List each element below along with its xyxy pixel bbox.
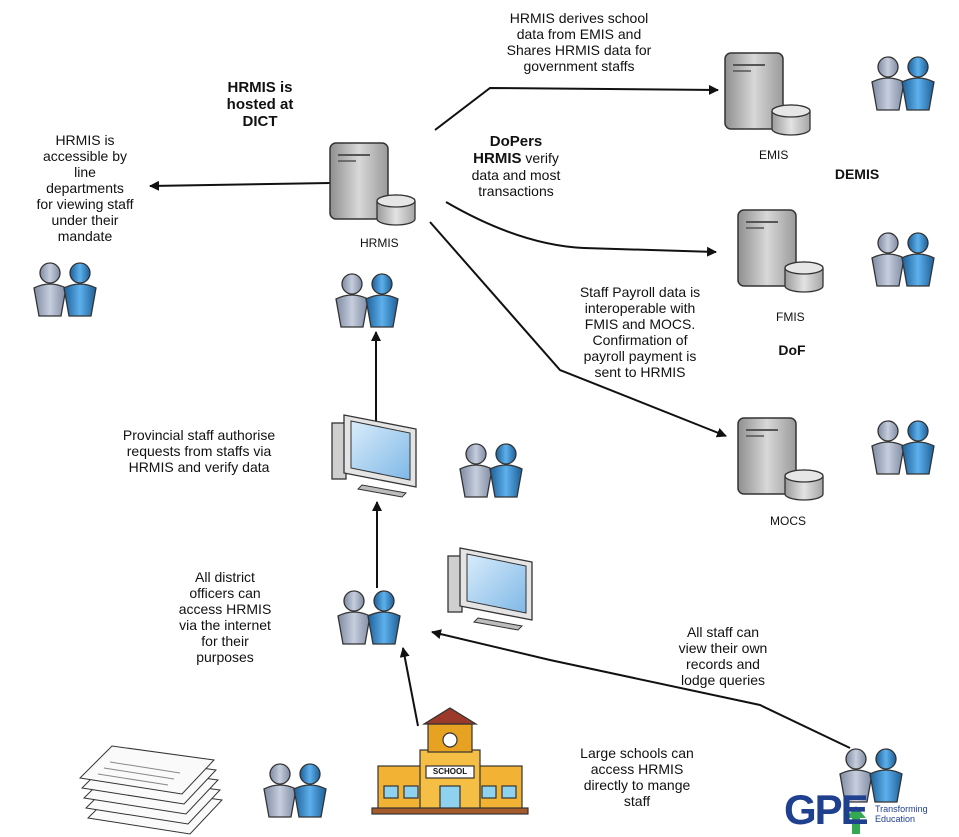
logo-tagline: Transforming Education bbox=[875, 804, 928, 824]
school-sign-text: SCHOOL bbox=[432, 767, 468, 776]
user-pair-icon bbox=[337, 590, 401, 645]
monitor-icon bbox=[331, 414, 417, 498]
server-icon bbox=[737, 209, 824, 293]
user-pair-icon bbox=[871, 232, 935, 287]
logo-tagline-2: Education bbox=[875, 814, 916, 824]
emis-server-label: EMIS bbox=[759, 148, 789, 162]
arrow-hrmis-to-mocs bbox=[429, 221, 727, 438]
school-building-icon bbox=[371, 707, 529, 815]
derives-school-label: HRMIS derives school data from EMIS and … bbox=[506, 10, 652, 74]
hrmis-server-label: HRMIS bbox=[360, 236, 399, 250]
provincial-label: Provincial staff authorise requests from… bbox=[122, 427, 276, 475]
monitor-icon bbox=[447, 547, 533, 631]
dopers-verify: verify bbox=[521, 150, 559, 166]
arrow-hrmis-to-emis bbox=[434, 84, 719, 131]
hrmis-hosted-label: HRMIS is hosted at DICT bbox=[226, 79, 294, 130]
logo-icon bbox=[844, 803, 866, 834]
server-icon bbox=[724, 52, 811, 136]
server-icon bbox=[737, 417, 824, 501]
hrmis-accessible-label: HRMIS is accessible by line departments … bbox=[36, 132, 134, 244]
district-label: All district officers can access HRMIS v… bbox=[178, 569, 272, 665]
fmis-server-label: FMIS bbox=[776, 310, 805, 324]
logo-tagline-1: Transforming bbox=[875, 804, 928, 814]
arrow-hrmis-to-departments bbox=[149, 180, 331, 191]
document-stack-icon bbox=[78, 745, 224, 835]
logo-text: GPE bbox=[784, 786, 869, 833]
mocs-server-label: MOCS bbox=[770, 514, 806, 528]
arrow-staff-to-district bbox=[431, 629, 851, 749]
large-schools-label: Large schools can access HRMIS directly … bbox=[580, 745, 694, 809]
arrow-hrmis-to-fmis bbox=[445, 201, 717, 257]
arrow-school-to-district bbox=[399, 647, 419, 727]
dopers-hrmis-bold: HRMIS bbox=[473, 150, 522, 167]
user-pair-icon bbox=[335, 273, 399, 328]
demis-label: DEMIS bbox=[834, 166, 880, 182]
payroll-label: Staff Payroll data is interoperable with… bbox=[579, 284, 701, 380]
user-pair-icon bbox=[263, 763, 327, 818]
user-pair-icon bbox=[871, 56, 935, 111]
user-pair-icon bbox=[871, 420, 935, 475]
gpe-logo: GPE bbox=[784, 786, 874, 834]
dof-label: DoF bbox=[778, 342, 806, 358]
dopers-label: DoPers HRMIS verify data and most transa… bbox=[436, 133, 596, 200]
dopers-rest: data and most transactions bbox=[471, 167, 561, 199]
server-icon bbox=[329, 142, 416, 226]
all-staff-label: All staff can view their own records and… bbox=[678, 624, 768, 688]
user-pair-icon bbox=[459, 443, 523, 498]
dopers-bold: DoPers bbox=[489, 133, 543, 150]
user-pair-icon bbox=[33, 262, 97, 317]
